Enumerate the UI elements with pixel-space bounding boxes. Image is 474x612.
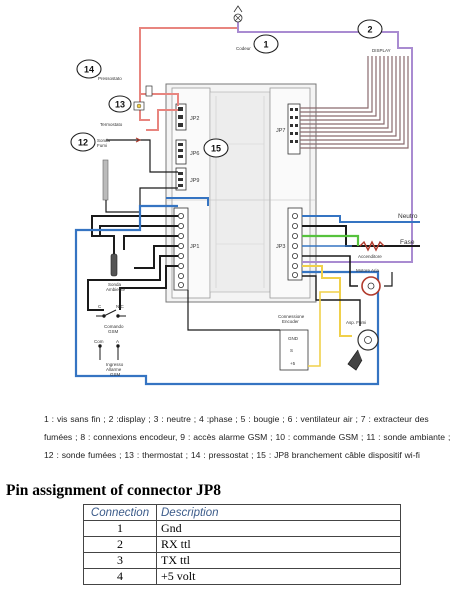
callout-13: 13	[108, 95, 132, 113]
table-row: 3 TX ttl	[83, 552, 401, 569]
ingresso-label-line1: Ingresso	[106, 362, 124, 367]
callout-14-text: 14	[84, 65, 94, 75]
display-label: DISPLAY	[372, 48, 391, 53]
control-board	[165, 83, 317, 303]
s-label: S	[290, 348, 293, 353]
pin-table-title: Pin assignment of connector JP8	[6, 482, 221, 499]
comando-gsm-label-line2: GSM	[108, 329, 119, 334]
jp1-label: JP1	[190, 244, 199, 250]
asp-fumi-icon	[347, 329, 379, 371]
motore-aria-icon	[361, 276, 381, 296]
callout-14: 14	[76, 59, 102, 79]
encoder-wire	[187, 290, 280, 331]
table-row: 4 +5 volt	[83, 568, 401, 585]
callout-1-text: 1	[263, 40, 268, 50]
asp-fumi-wire	[302, 275, 361, 326]
comando-gsm-label-line1: Comando	[104, 324, 124, 329]
sonda-fumi-label-line2: Fumi	[97, 143, 107, 148]
encoder-yellow-wire	[308, 291, 340, 367]
ingresso-allarme-gsm-icon	[98, 344, 120, 360]
ingresso-a-label: A	[116, 339, 119, 344]
description-cell: RX ttl	[156, 536, 401, 553]
legend-line-3: 12 : sonde fumées ; 13 : thermostat ; 14…	[44, 450, 420, 460]
connection-cell: 3	[83, 552, 157, 569]
green-wire	[302, 234, 360, 246]
jp1-to-jp3-blue-top	[166, 197, 209, 206]
codeur-icon	[233, 5, 243, 23]
description-cell: TX ttl	[156, 552, 401, 569]
accenditore-icon	[359, 240, 385, 252]
sonda-ambiente-icon	[110, 253, 118, 277]
callout-15: 15	[203, 138, 229, 158]
connessione-encoder-label: Connessione Encoder	[278, 314, 306, 324]
comando-gsm-switch-icon	[96, 309, 126, 318]
callout-12: 12	[70, 132, 96, 152]
sonda-ambiente-label-line1: Sonda	[108, 282, 122, 287]
callout-1: 1	[253, 34, 279, 54]
asp-fumi-label: Asp. Fumi	[346, 320, 366, 325]
connection-cell: 1	[83, 520, 157, 537]
motore-aria-wire-2	[384, 272, 393, 287]
description-cell: Gnd	[156, 520, 401, 537]
display-ribbon-cable	[300, 56, 409, 149]
pressostato-icon	[145, 85, 153, 97]
termostato-icon	[133, 101, 145, 111]
neutro-label: Neutro	[398, 213, 418, 220]
ingresso-label-line2: Allarme	[106, 367, 122, 372]
jp1-black-wires	[87, 215, 178, 311]
ingresso-com-label: Com	[94, 339, 104, 344]
callout-12-text: 12	[78, 138, 88, 148]
encoder-connector	[279, 329, 309, 371]
sonda-fumi-label: Sonda Fumi	[97, 138, 111, 148]
motore-aria-label: Motore Aria	[356, 268, 380, 273]
neutro-wire	[302, 215, 420, 223]
jp6-label: JP6	[190, 151, 199, 157]
encoder-label-line1: Connessione	[278, 314, 305, 319]
purple-wire	[237, 22, 413, 263]
fase-label: Fase	[400, 239, 415, 246]
jp3-label: JP3	[276, 244, 285, 250]
comando-gsm-label: Comando GSM	[104, 324, 125, 334]
callout-2: 2	[357, 19, 383, 39]
table-row: 2 RX ttl	[83, 536, 401, 553]
connection-cell: 4	[83, 568, 157, 585]
motore-aria-wire	[302, 255, 358, 287]
yellow-wire	[302, 265, 352, 337]
sonda-ambiente-label: Sonda Ambiente	[106, 282, 126, 292]
pressostato-label: Pressostato	[98, 76, 122, 81]
jp2-label: JP2	[190, 116, 199, 122]
pin-assignment-table: Connection Description 1 Gnd 2 RX ttl 3 …	[83, 504, 401, 585]
sonda-ambiente-label-line2: Ambiente	[106, 287, 126, 292]
encoder-label-line2: Encoder	[282, 319, 299, 324]
ingresso-allarme-gsm-label: Ingresso Allarme GSM	[106, 362, 125, 377]
sonda-fumi-label-line1: Sonda	[97, 138, 111, 143]
header-connection: Connection	[83, 504, 157, 521]
callout-2-text: 2	[367, 25, 372, 35]
table-header-row: Connection Description	[83, 504, 401, 521]
description-cell: +5 volt	[156, 568, 401, 585]
callout-13-text: 13	[115, 100, 125, 110]
comando-gsm-c-label: C	[98, 304, 102, 309]
jp9-label: JP9	[190, 178, 199, 184]
connection-cell: 2	[83, 536, 157, 553]
gnd-label: GND	[288, 336, 299, 341]
accenditore-label: Accenditore	[358, 254, 382, 259]
termostato-label: Termostato	[100, 122, 123, 127]
jp1-blue-wire	[74, 204, 380, 386]
legend-line-1: 1 : vis sans fin ; 2 :display ; 3 : neut…	[44, 414, 429, 424]
codeur-label: Codeur	[236, 46, 251, 51]
comando-gsm-nc-label: N.C	[116, 304, 125, 309]
legend-line-2: fumées ; 8 : connexions encodeur, 9 : ac…	[44, 432, 451, 442]
header-description: Description	[156, 504, 401, 521]
wiring-diagram: JP2 JP6 JP9 JP7 JP1 JP3 DISPLAY Codeur P…	[70, 5, 420, 386]
plus5-label: +5	[290, 361, 296, 366]
table-row: 1 Gnd	[83, 520, 401, 537]
callout-15-text: 15	[211, 144, 221, 154]
diagram-legend: 1 : vis sans fin ; 2 :display ; 3 : neut…	[44, 410, 472, 464]
ingresso-label-line3: GSM	[110, 372, 121, 377]
jp7-label: JP7	[276, 128, 285, 134]
